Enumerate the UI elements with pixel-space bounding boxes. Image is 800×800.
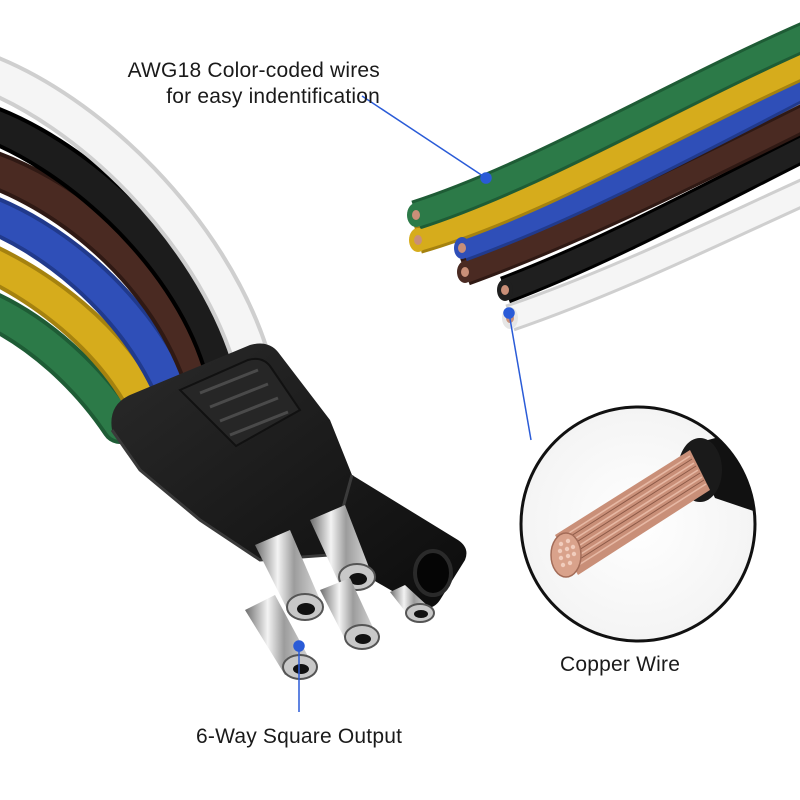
copper-zoom-inset bbox=[519, 405, 757, 643]
right-wire-bundle bbox=[411, 22, 800, 332]
wires-annotation-line1: AWG18 Color-coded wires bbox=[127, 59, 380, 82]
pin-5 bbox=[390, 585, 435, 623]
copper-annotation: Copper Wire bbox=[560, 653, 681, 676]
callout-copper-line bbox=[508, 312, 532, 441]
callout-lines bbox=[293, 95, 532, 712]
pin-4 bbox=[320, 578, 380, 650]
left-wire-bundle bbox=[0, 56, 270, 444]
callout-wires-line bbox=[361, 95, 487, 179]
pin-3 bbox=[245, 595, 318, 680]
wires-annotation: AWG18 Color-coded wires for easy indenti… bbox=[128, 58, 380, 110]
wires-annotation-line2: for easy indentification bbox=[166, 85, 380, 108]
output-annotation: 6-Way Square Output bbox=[196, 725, 403, 748]
pin-1 bbox=[255, 530, 324, 621]
connector-pins bbox=[245, 505, 435, 680]
